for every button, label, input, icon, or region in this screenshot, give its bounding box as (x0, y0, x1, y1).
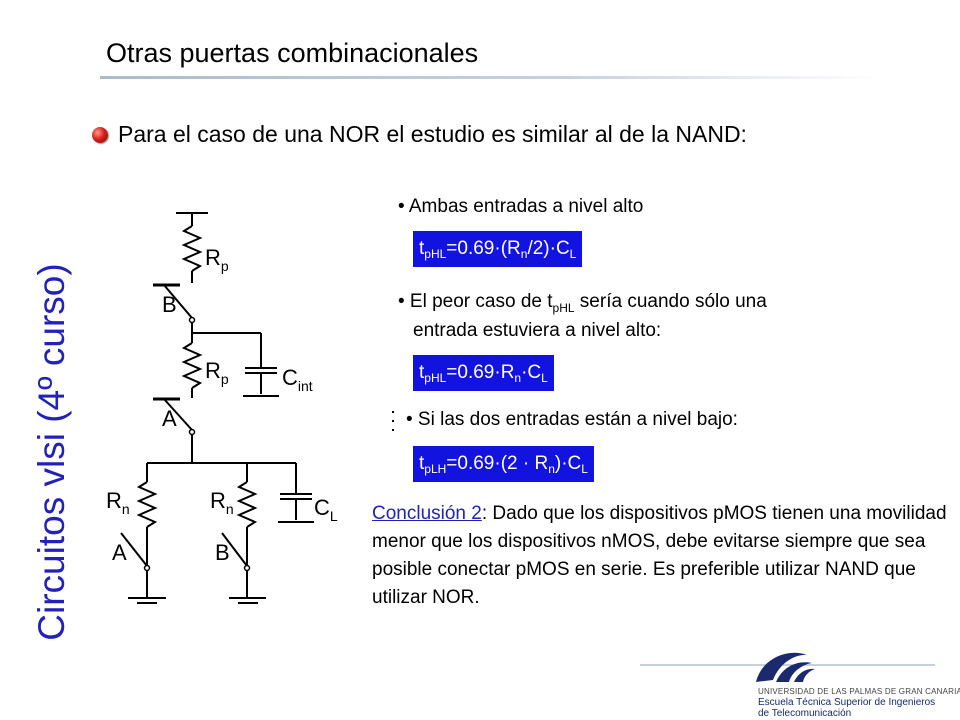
formula-sub: L (569, 247, 577, 261)
resistor-rp-bottom (181, 342, 203, 389)
formula-symbol: t (419, 453, 425, 474)
bullet-text-sub: pHL (552, 300, 575, 315)
bullet-ball-icon (92, 127, 108, 143)
label-input-b-bottom: B (215, 540, 230, 565)
intro-text: Para el caso de una NOR el estudio es si… (118, 121, 747, 147)
label-cl: CL (314, 495, 338, 524)
logo-school: Escuela Técnica Superior de Ingenieros (758, 697, 936, 708)
formula-body: =0.69·R (446, 362, 515, 383)
formula-tphl-half: tpHL=0.69·(Rn/2)·CL (413, 231, 583, 267)
formula-sub: n (520, 247, 528, 261)
ulpgc-logo-icon (756, 652, 815, 682)
switch-b-bottom-lever (221, 532, 248, 567)
formula-body: )·C (554, 453, 582, 474)
formula-body: =0.69·(2 · R (446, 453, 549, 474)
contact-b-top (188, 316, 196, 324)
conclusion-text: : Dado que los dispositivos pMOS tienen … (372, 503, 947, 608)
resistor-rp-top (181, 225, 203, 272)
formula-symbol: t (419, 362, 425, 383)
bullet-both-inputs-low: • Si las dos entradas están a nivel bajo… (406, 409, 738, 430)
bullet-worst-case-line2: entrada estuviera a nivel alto: (413, 320, 662, 341)
formula-tplh: tpLH=0.69·(2 · Rn)·CL (413, 446, 594, 482)
resistor-rn-right (236, 481, 258, 528)
switch-b-top-lever (163, 284, 193, 319)
formula-body: /2)·C (527, 238, 570, 259)
bullet-both-inputs-high: • Ambas entradas a nivel alto (398, 196, 644, 217)
label-cint: Cint (282, 365, 313, 394)
bullet-text-part: sería cuando sólo una (574, 291, 767, 312)
formula-sub: pHL (424, 247, 447, 261)
conclusion-paragraph: Conclusión 2: Dado que los dispositivos … (372, 500, 957, 612)
label-input-a-bottom: A (112, 540, 127, 565)
logo-school-line2: de Telecomunicación (758, 708, 852, 719)
formula-sub: n (548, 462, 555, 476)
logo-university: UNIVERSIDAD DE LAS PALMAS DE GRAN CANARI… (758, 687, 960, 696)
formula-body: ·C (521, 362, 542, 383)
formula-tphl-full: tpHL=0.69·Rn·CL (413, 355, 554, 391)
label-rp-top: Rp (205, 245, 229, 274)
contact-a-bottom (143, 564, 151, 572)
label-rn-left: Rn (106, 488, 130, 517)
formula-symbol: t (419, 238, 425, 259)
bullet-text-part: • El peor caso de t (398, 291, 553, 312)
contact-a-top (188, 428, 196, 436)
slide-title: Otras puertas combinacionales (106, 38, 479, 68)
formula-sub: pHL (424, 371, 447, 385)
formula-body: =0.69·(R (446, 238, 521, 259)
label-input-a-top: A (162, 406, 177, 431)
label-rp-bottom: Rp (205, 358, 229, 387)
label-rn-right: Rn (210, 488, 234, 517)
switch-a-bottom-lever (120, 532, 148, 567)
bullet-worst-case: • El peor caso de tpHL sería cuando sólo… (398, 291, 767, 315)
conclusion-label: Conclusión 2 (372, 503, 482, 524)
formula-sub: L (541, 371, 548, 385)
formula-sub: pLH (424, 462, 447, 476)
formula-sub: n (514, 371, 522, 385)
label-input-b-top: B (162, 292, 177, 317)
contact-b-bottom (243, 564, 251, 572)
switch-a-top-lever (163, 398, 193, 431)
resistor-rn-left (136, 481, 158, 528)
title-underline (100, 76, 882, 79)
formula-sub: L (581, 462, 588, 476)
